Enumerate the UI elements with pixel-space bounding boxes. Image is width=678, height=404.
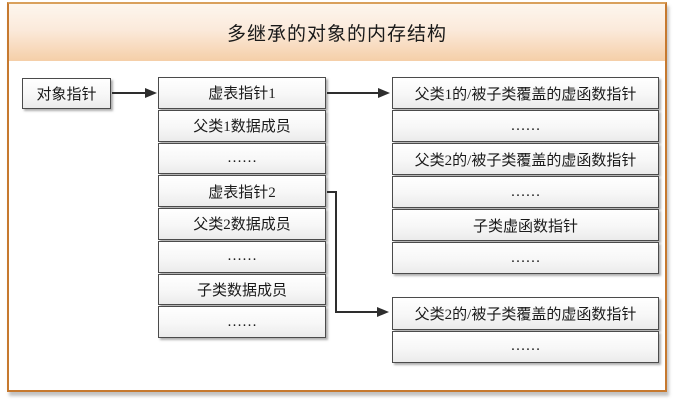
- page-title: 多继承的对象的内存结构: [226, 24, 447, 45]
- vtable2-row-parent2-funcs: 父类2的/被子类覆盖的虚函数指针: [392, 297, 659, 330]
- vtable2-column: 父类2的/被子类覆盖的虚函数指针 ……: [392, 297, 659, 363]
- title-bar: 多继承的对象的内存结构: [9, 4, 665, 61]
- object-memory-column: 虚表指针1 父类1数据成员 …… 虚表指针2 父类2数据成员 …… 子类数据成员…: [158, 77, 326, 338]
- vtable1-row-ellipsis-1: ……: [392, 110, 659, 142]
- vtable1-column: 父类1的/被子类覆盖的虚函数指针 …… 父类2的/被子类覆盖的虚函数指针 …… …: [392, 77, 659, 274]
- memory-row-ellipsis-2: ……: [158, 240, 326, 273]
- memory-row-parent2-data: 父类2数据成员: [158, 208, 326, 240]
- memory-row-vtable-ptr2: 虚表指针2: [158, 175, 326, 207]
- memory-row-child-data: 子类数据成员: [158, 273, 326, 306]
- memory-row-vtable-ptr1: 虚表指针1: [158, 77, 326, 109]
- object-pointer-box: 对象指针: [22, 78, 111, 109]
- vtable2-row-ellipsis: ……: [392, 330, 659, 363]
- memory-row-parent1-data: 父类1数据成员: [158, 109, 326, 142]
- memory-row-ellipsis-3: ……: [158, 306, 326, 338]
- memory-row-ellipsis-1: ……: [158, 142, 326, 175]
- vtable1-row-parent2-funcs: 父类2的/被子类覆盖的虚函数指针: [392, 143, 659, 175]
- vtable1-row-ellipsis-2: ……: [392, 176, 659, 208]
- object-pointer-label: 对象指针: [36, 87, 97, 103]
- vtable1-row-child-funcs: 子类虚函数指针: [392, 209, 659, 241]
- vtable1-row-parent1-funcs: 父类1的/被子类覆盖的虚函数指针: [392, 77, 659, 109]
- vtable1-row-ellipsis-3: ……: [392, 242, 659, 274]
